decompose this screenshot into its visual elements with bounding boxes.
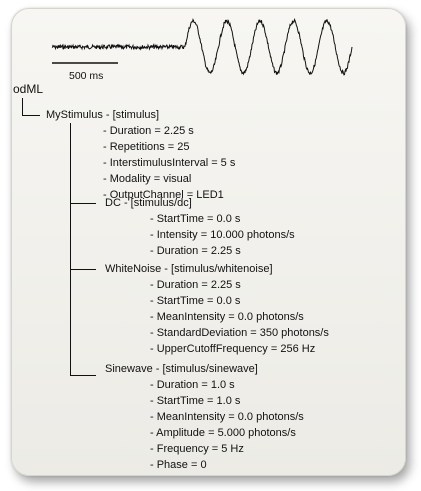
dc-property: - StartTime = 0.0 s <box>150 213 241 225</box>
whitenoise-property: - Duration = 2.25 s <box>150 279 241 291</box>
whitenoise-connector <box>70 269 96 270</box>
tree-root-label: odML <box>13 82 44 96</box>
sinewave-property: - Duration = 1.0 s <box>150 379 235 391</box>
sinewave-property: - MeanIntensity = 0.0 photons/s <box>150 411 304 423</box>
scalebar-label: 500 ms <box>69 70 104 82</box>
stimulus-property: - Duration = 2.25 s <box>103 125 194 137</box>
stimulus-property: - OutputChannel = LED1 <box>103 189 224 201</box>
stimulus-trace <box>51 17 353 76</box>
whitenoise-property: - StartTime = 0.0 s <box>150 295 241 307</box>
stimulus-waveform <box>51 17 353 76</box>
dc-connector <box>70 203 96 204</box>
root-connector-horizontal <box>22 115 40 116</box>
root-connector-vertical <box>22 98 23 115</box>
diagram-card <box>11 8 406 476</box>
sinewave-property: - Amplitude = 5.000 photons/s <box>150 427 296 439</box>
dc-section-label: DC - [stimulus/dc] <box>105 197 192 209</box>
stimulus-property: - Repetitions = 25 <box>103 141 190 153</box>
stimulus-property: - InterstimulusInterval = 5 s <box>103 157 236 169</box>
whitenoise-section-label: WhiteNoise - [stimulus/whitenoise] <box>105 263 273 275</box>
subsection-connector-vertical <box>70 123 71 375</box>
sinewave-property: - Phase = 0 <box>150 459 207 471</box>
whitenoise-property: - UpperCutoffFrequency = 256 Hz <box>150 343 316 355</box>
stimulus-section-label: MyStimulus - [stimulus] <box>46 109 160 121</box>
sinewave-property: - Frequency = 5 Hz <box>150 443 244 455</box>
sinewave-property: - StartTime = 1.0 s <box>150 395 241 407</box>
whitenoise-property: - StandardDeviation = 350 photons/s <box>150 327 329 339</box>
sinewave-connector <box>70 375 96 376</box>
dc-property: - Duration = 2.25 s <box>150 245 241 257</box>
dc-property: - Intensity = 10.000 photons/s <box>150 229 295 241</box>
stimulus-property: - Modality = visual <box>103 173 192 185</box>
whitenoise-property: - MeanIntensity = 0.0 photons/s <box>150 311 304 323</box>
sinewave-section-label: Sinewave - [stimulus/sinewave] <box>105 363 258 375</box>
